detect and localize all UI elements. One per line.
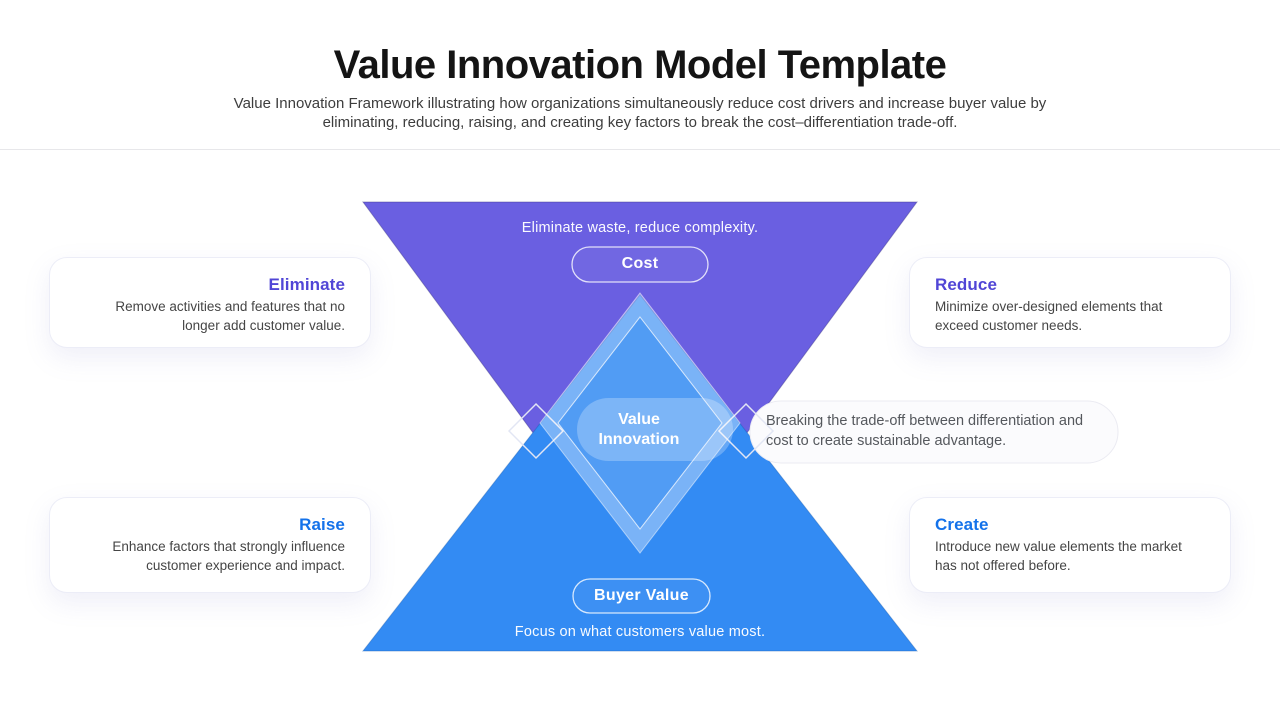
value-innovation-label: Value Innovation — [598, 411, 680, 448]
card-create-title: Create — [935, 515, 989, 534]
card-reduce-body: Minimize over-designed elements that exc… — [935, 299, 1163, 333]
buyer-value-caption: Focus on what customers value most. — [514, 624, 766, 640]
left-diamond-outline-icon — [507, 402, 565, 460]
page-subtitle: Value Innovation Framework illustrating … — [233, 95, 1047, 131]
right-diamond-outline-icon — [717, 402, 775, 460]
header-divider — [0, 149, 1280, 150]
header: Value Innovation Model Template Value In… — [0, 0, 1280, 132]
card-eliminate-title: Eliminate — [268, 275, 345, 294]
card-reduce-title: Reduce — [935, 275, 998, 294]
card-create[interactable]: Create Introduce new value elements the … — [909, 497, 1231, 593]
value-innovation-callout: Breaking the trade-off between different… — [766, 413, 1084, 449]
buyer-value-pill-label: Buyer Value — [594, 587, 689, 604]
cost-pill-label: Cost — [621, 255, 659, 272]
card-eliminate[interactable]: Eliminate Remove activities and features… — [49, 257, 371, 348]
card-raise[interactable]: Raise Enhance factors that strongly infl… — [49, 497, 371, 593]
card-eliminate-body: Remove activities and features that no l… — [115, 299, 345, 333]
card-raise-body: Enhance factors that strongly influence … — [112, 539, 345, 573]
card-raise-title: Raise — [299, 515, 345, 534]
card-reduce[interactable]: Reduce Minimize over-designed elements t… — [909, 257, 1231, 348]
page-title: Value Innovation Model Template — [333, 43, 947, 87]
card-create-body: Introduce new value elements the market … — [935, 539, 1182, 573]
cost-caption: Eliminate waste, reduce complexity. — [521, 220, 759, 236]
